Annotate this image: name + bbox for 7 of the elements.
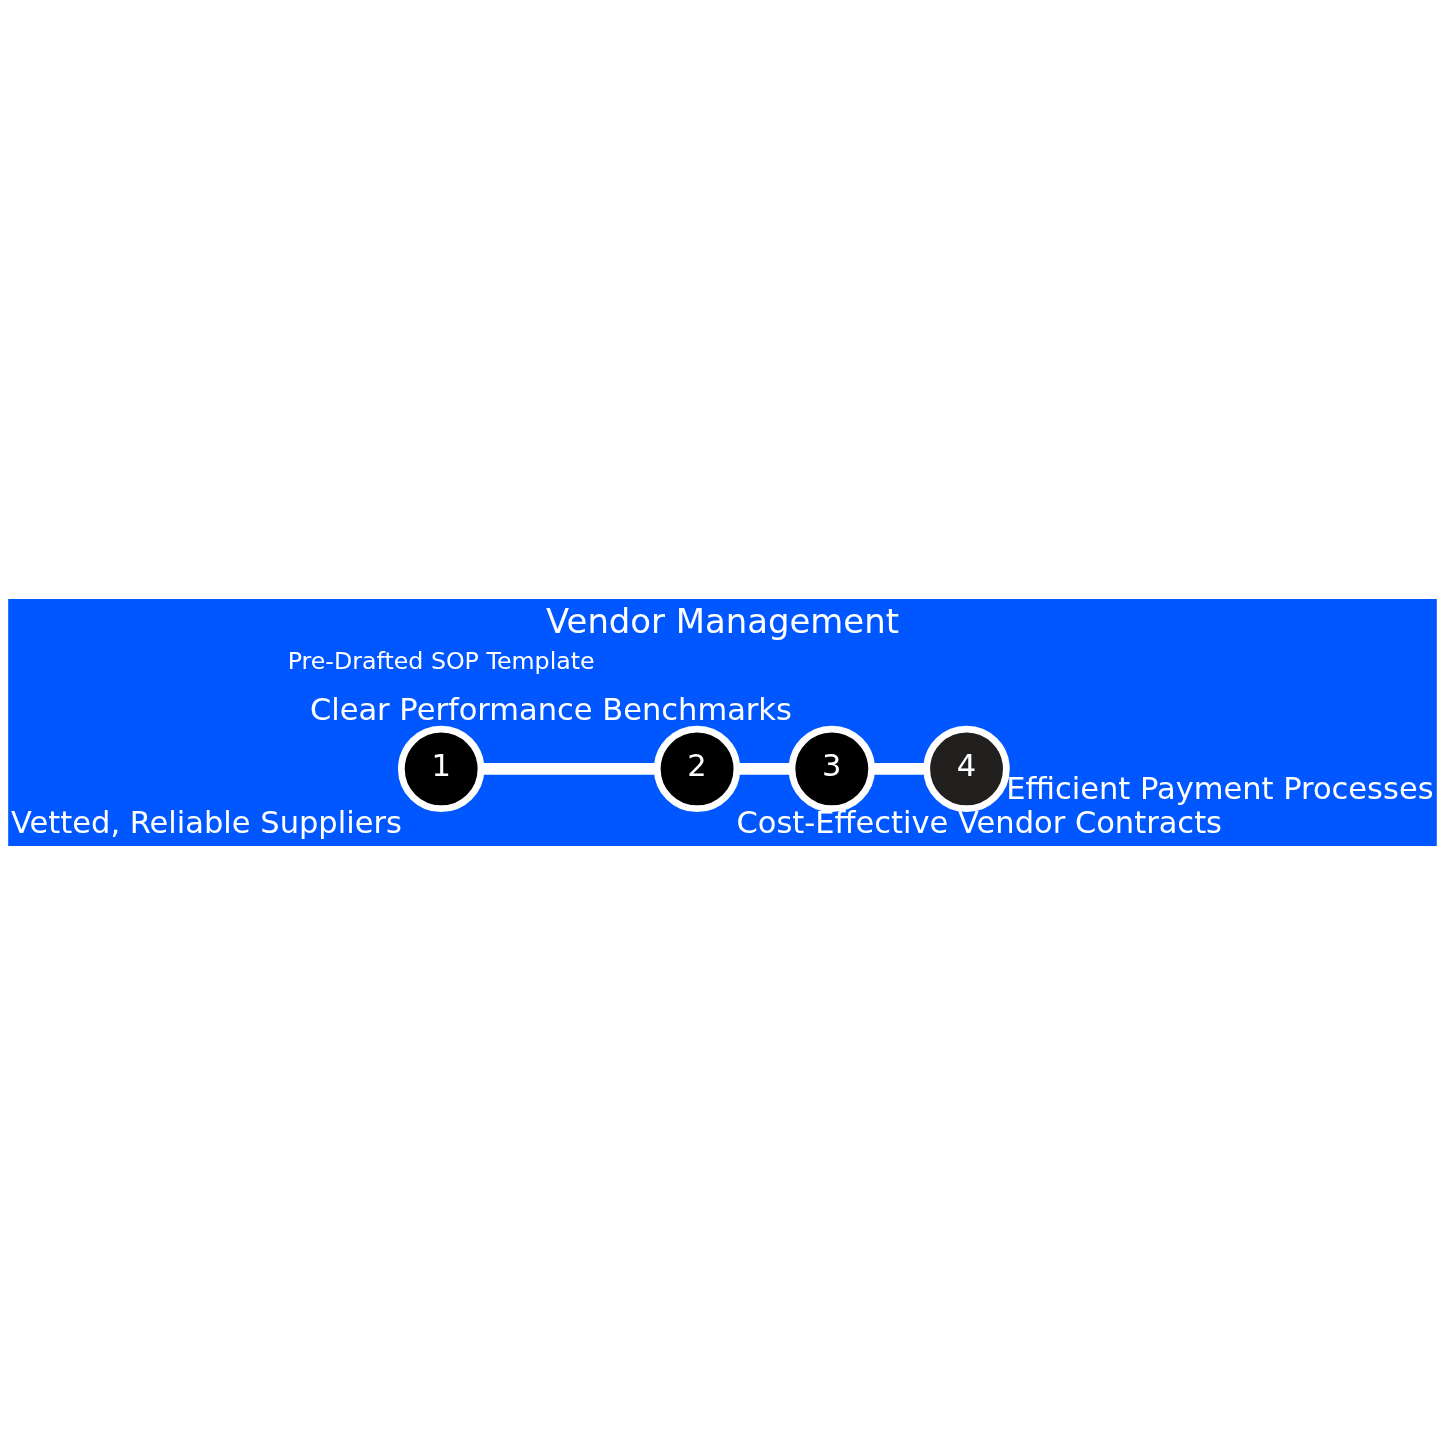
node-circle: 2	[653, 725, 741, 813]
diagram-title: Vendor Management	[546, 601, 899, 641]
connector	[871, 762, 927, 775]
node-label: Clear Performance Benchmarks	[309, 691, 792, 727]
label: Pre-Drafted SOP Template	[287, 646, 595, 675]
connector	[481, 762, 658, 775]
node-circle: 1	[397, 725, 485, 813]
